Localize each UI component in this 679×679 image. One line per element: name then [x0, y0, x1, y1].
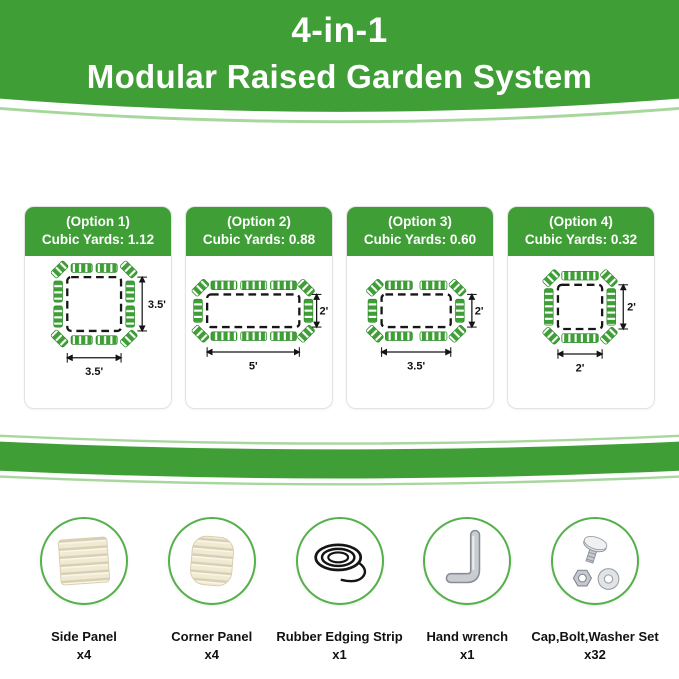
width-dimension: 5'	[205, 347, 301, 373]
part-name: Hand wrench	[426, 629, 509, 645]
green-divider-band	[0, 434, 679, 486]
option-1-cubic-yards: Cubic Yards: 1.12	[41, 232, 155, 248]
width-dimension: 3.5'	[65, 353, 123, 379]
part-name: Cap,Bolt,Washer Set	[531, 629, 659, 645]
side-panel-icon	[57, 536, 111, 586]
header-banner: 4-in-1 Modular Raised Garden System	[0, 0, 679, 138]
option-2-card: (Option 2) Cubic Yards: 0.88	[185, 206, 333, 410]
height-dimension: 2'	[618, 283, 636, 331]
option-4-card-header: (Option 4) Cubic Yards: 0.32	[508, 207, 654, 257]
width-dimension-label: 5'	[249, 361, 258, 373]
part-qty: x1	[332, 647, 347, 663]
option-3-diagram: 3.5' 2'	[366, 279, 484, 373]
rubber-edging-strip-icon	[313, 543, 366, 583]
option-3-panels	[366, 279, 467, 343]
option-3-cubic-yards: Cubic Yards: 0.60	[363, 232, 477, 248]
option-cards-row: (Option 1) Cubic Yards: 1.12	[0, 206, 679, 410]
option-3-card: (Option 3) Cubic Yards: 0.60 3.	[346, 206, 494, 410]
height-dimension-label: 2'	[320, 306, 329, 318]
parts-list: Side Panel x4 Corner Panel x4 Rubber Edg…	[0, 517, 679, 662]
option-4-label: (Option 4)	[549, 214, 613, 229]
option-1-card: (Option 1) Cubic Yards: 1.12	[24, 206, 172, 410]
part-name: Side Panel	[51, 629, 117, 645]
option-3-label: (Option 3)	[388, 214, 452, 229]
option-4-diagram: 2' 2'	[542, 269, 636, 375]
part-qty: x1	[460, 647, 475, 663]
width-dimension-label: 2'	[576, 363, 585, 375]
bed-outline	[205, 293, 301, 329]
option-4-cubic-yards: Cubic Yards: 0.32	[524, 232, 638, 248]
option-2-diagram: 5' 2'	[191, 279, 329, 373]
width-dimension-label: 3.5'	[85, 367, 103, 379]
part-name: Rubber Edging Strip	[276, 629, 403, 645]
part-name: Corner Panel	[171, 629, 253, 645]
option-2-panels	[191, 279, 315, 343]
product-title-line2: Modular Raised Garden System	[86, 58, 593, 95]
part-circle	[423, 517, 512, 606]
part-qty: x4	[204, 647, 219, 663]
option-1-panels	[50, 261, 138, 348]
height-dimension: 2'	[467, 293, 484, 329]
option-1-card-header: (Option 1) Cubic Yards: 1.12	[25, 207, 171, 257]
bed-outline	[556, 284, 604, 331]
width-dimension: 3.5'	[380, 347, 453, 373]
hand-wrench-icon	[445, 529, 481, 584]
option-4-card: (Option 4) Cubic Yards: 0.32 2'	[507, 206, 655, 410]
height-dimension: 3.5'	[137, 276, 166, 333]
option-2-label: (Option 2)	[227, 214, 291, 229]
corner-panel-icon	[189, 535, 234, 587]
bed-outline	[66, 276, 123, 333]
height-dimension: 2'	[311, 293, 329, 329]
option-4-panels	[542, 269, 618, 345]
cap-bolt-washer-icon	[572, 536, 620, 591]
width-dimension: 2'	[556, 349, 604, 375]
part-circle	[295, 517, 384, 606]
part-side-panel: Side Panel x4	[24, 517, 144, 662]
option-3-card-header: (Option 3) Cubic Yards: 0.60	[347, 207, 493, 257]
height-dimension-label: 2'	[475, 306, 484, 318]
part-cap-bolt-washer-set: Cap,Bolt,Washer Set x32	[531, 517, 659, 663]
height-dimension-label: 2'	[627, 302, 636, 314]
part-qty: x4	[76, 647, 92, 663]
option-1-diagram: 3.5' 3.5'	[50, 261, 166, 379]
part-qty: x32	[584, 647, 606, 663]
part-corner-panel: Corner Panel x4	[152, 517, 272, 662]
part-circle	[551, 517, 639, 606]
option-1-label: (Option 1)	[66, 214, 130, 229]
header-green-curve	[0, 0, 679, 124]
part-circle	[40, 517, 128, 606]
height-dimension-label: 3.5'	[148, 299, 166, 311]
product-title-line1: 4-in-1	[291, 11, 388, 50]
option-2-card-header: (Option 2) Cubic Yards: 0.88	[186, 207, 332, 257]
bed-outline	[380, 293, 452, 329]
part-rubber-edging-strip: Rubber Edging Strip x1	[276, 517, 403, 663]
part-circle	[167, 517, 256, 606]
width-dimension-label: 3.5'	[407, 361, 425, 373]
part-hand-wrench: Hand wrench x1	[407, 517, 527, 662]
option-2-cubic-yards: Cubic Yards: 0.88	[202, 232, 316, 248]
